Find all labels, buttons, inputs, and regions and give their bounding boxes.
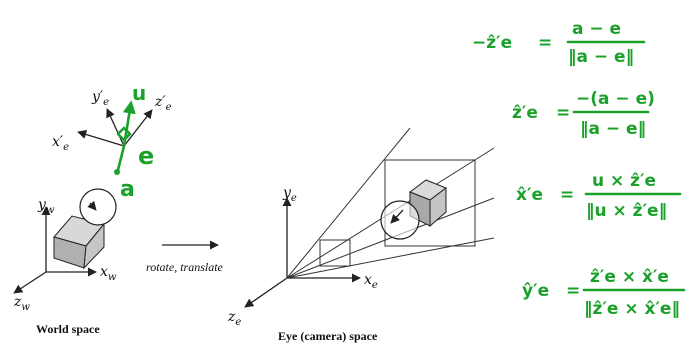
equation-1-denominator: ‖a − e‖ — [568, 47, 634, 67]
eye-camera-arrow — [390, 209, 404, 224]
handwritten-vectors: u e a — [114, 81, 154, 202]
equation-4-denominator: ‖ẑ′e × x̂′e‖ — [584, 299, 680, 319]
equation-3-numerator: u × ẑ′e — [592, 171, 656, 191]
eye-space: ye xe ze Eye (camera) space — [227, 127, 495, 343]
world-y-label: yw — [37, 197, 55, 216]
eye-frame-axes: y′e x′e z′e — [52, 89, 172, 153]
y-prime-label: y′e — [91, 89, 109, 108]
equation-4: ŷ′e = ẑ′e × x̂′e ‖ẑ′e × x̂′e‖ — [522, 267, 686, 319]
transform: rotate, translate — [146, 240, 224, 274]
equation-1-equals: = — [538, 33, 552, 53]
world-camera-sphere — [79, 188, 117, 226]
eye-point-mark — [116, 126, 132, 142]
look-vector-stroke — [116, 144, 126, 172]
far-plane — [384, 159, 476, 247]
eye-z-label: ze — [227, 309, 241, 328]
at-point-dot — [114, 169, 120, 175]
x-prime-axis — [77, 130, 125, 147]
hand-label-a: a — [120, 177, 135, 202]
frustum-ray-top-left — [286, 127, 411, 279]
equation-1-numerator: a − e — [572, 19, 621, 39]
world-x-label: xw — [100, 264, 117, 283]
equation-4-numerator: ẑ′e × x̂′e — [590, 267, 669, 287]
equation-4-equals: = — [566, 281, 580, 301]
equation-2-denominator: ‖a − e‖ — [580, 119, 646, 139]
equation-2-numerator: −(a − e) — [576, 89, 655, 109]
transform-label: rotate, translate — [146, 260, 224, 274]
eye-z-axis — [244, 277, 288, 308]
frustum-ray-center — [286, 197, 495, 279]
equation-2-equals: = — [556, 103, 570, 123]
eye-y-label: ye — [282, 185, 297, 204]
hand-label-e: e — [138, 142, 154, 170]
world-z-axis — [13, 271, 47, 294]
caption-eye-space: Eye (camera) space — [278, 329, 378, 343]
caption-world-space: World space — [36, 322, 100, 336]
hand-label-u: u — [132, 81, 146, 105]
near-plane — [319, 239, 351, 267]
frustum-ray-bottom — [286, 237, 495, 279]
world-z-label: zw — [13, 294, 30, 313]
equation-1-lhs: −ẑ′e — [472, 33, 512, 53]
handwritten-equations: −ẑ′e = a − e ‖a − e‖ ẑ′e = −(a − e) ‖a −… — [472, 19, 686, 319]
x-prime-label: x′e — [52, 134, 69, 153]
equation-2: ẑ′e = −(a − e) ‖a − e‖ — [512, 89, 655, 139]
eye-camera-sphere — [380, 200, 420, 240]
equation-3-equals: = — [560, 185, 574, 205]
world-space: yw xw zw World space — [13, 188, 117, 336]
z-prime-label: z′e — [154, 94, 172, 113]
equation-1: −ẑ′e = a − e ‖a − e‖ — [472, 19, 646, 67]
eye-x-label: xe — [364, 272, 378, 291]
equation-3: x̂′e = u × ẑ′e ‖u × ẑ′e‖ — [516, 171, 682, 221]
z-prime-axis — [123, 109, 153, 147]
equation-4-lhs: ŷ′e — [522, 281, 549, 301]
equation-3-denominator: ‖u × ẑ′e‖ — [586, 201, 667, 221]
equation-3-lhs: x̂′e — [516, 185, 543, 205]
world-camera-arrow — [87, 200, 97, 211]
equation-2-lhs: ẑ′e — [512, 103, 538, 123]
y-prime-axis — [106, 108, 125, 147]
